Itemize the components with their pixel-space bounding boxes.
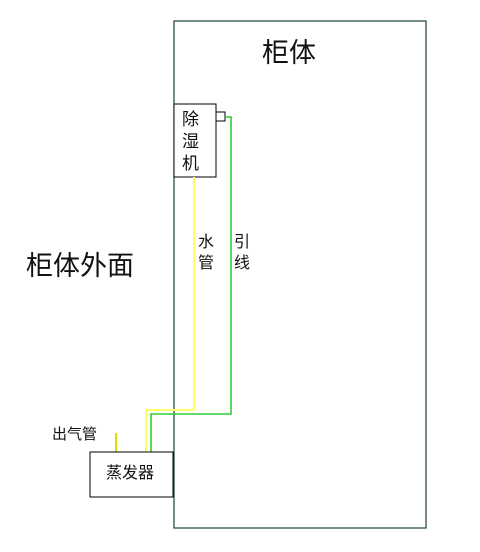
evaporator-label: 蒸发器	[106, 463, 155, 482]
cabinet-title: 柜体	[262, 38, 316, 69]
wire-label: 引线	[234, 232, 251, 272]
outside-label: 柜体外面	[26, 251, 134, 282]
evaporator-box	[89, 451, 174, 498]
dehumidifier-label: 除湿机	[182, 110, 199, 174]
wire-line	[150, 116, 232, 452]
water-pipe-line	[145, 177, 195, 452]
water-pipe-label: 水管	[198, 232, 215, 272]
outlet-pipe-label: 出气管	[52, 425, 98, 443]
cabinet-outline	[173, 20, 427, 529]
dehumidifier-connector	[215, 111, 226, 122]
